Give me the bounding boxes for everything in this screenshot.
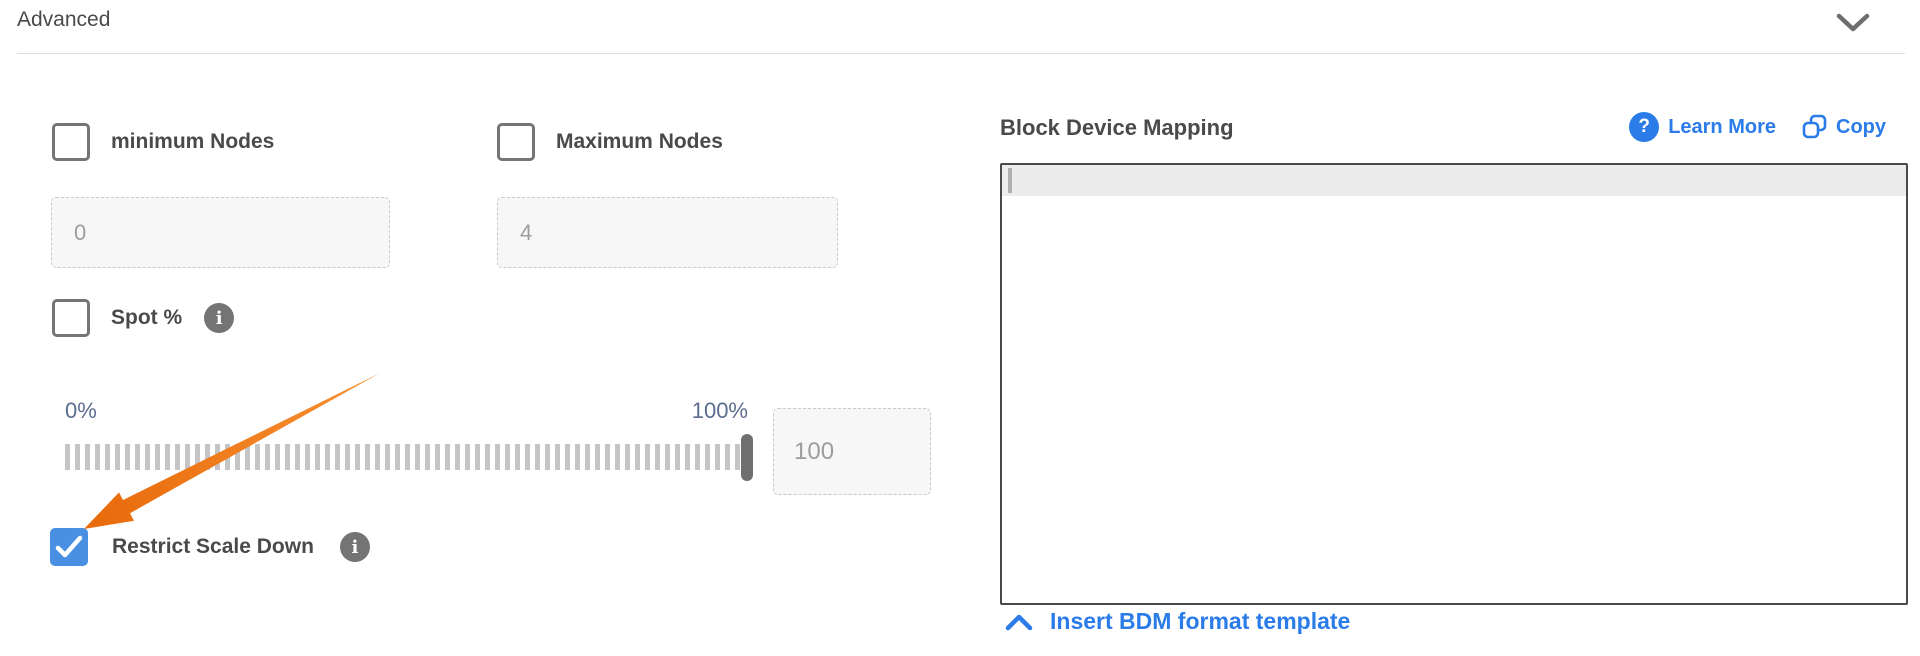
copy-icon <box>1802 114 1827 139</box>
max-nodes-label: Maximum Nodes <box>556 130 723 153</box>
chevron-down-icon[interactable] <box>1836 12 1870 39</box>
section-title: Advanced <box>17 8 111 31</box>
copy-label: Copy <box>1836 115 1886 138</box>
bdm-editor-container <box>1000 163 1908 605</box>
copy-button[interactable]: Copy <box>1802 114 1886 140</box>
question-circle-icon: ? <box>1629 112 1660 142</box>
min-nodes-input[interactable] <box>51 197 390 268</box>
bdm-title: Block Device Mapping <box>1000 115 1234 140</box>
learn-more-link[interactable]: ? Learn More <box>1629 112 1776 142</box>
spot-checkbox[interactable] <box>52 299 90 337</box>
slider-min-label: 0% <box>65 398 97 423</box>
section-divider <box>17 53 1905 54</box>
min-nodes-checkbox-group: minimum Nodes <box>52 123 274 161</box>
bdm-links-row: ? Learn More Copy <box>1629 112 1886 142</box>
restrict-scale-down-group: Restrict Scale Down i <box>50 528 370 566</box>
annotation-arrow <box>84 373 380 529</box>
check-icon <box>55 535 83 558</box>
info-icon[interactable]: i <box>204 303 235 333</box>
spot-label: Spot % <box>111 306 183 329</box>
min-nodes-label: minimum Nodes <box>111 130 275 153</box>
max-nodes-input[interactable] <box>497 197 838 268</box>
learn-more-label: Learn More <box>1668 115 1776 138</box>
slider-handle[interactable] <box>741 434 753 481</box>
min-nodes-checkbox[interactable] <box>52 123 90 161</box>
spot-percentage-slider[interactable] <box>65 434 753 481</box>
chevron-up-icon <box>1005 614 1033 630</box>
max-nodes-checkbox[interactable] <box>497 123 535 161</box>
restrict-scale-down-checkbox[interactable] <box>50 528 88 566</box>
info-icon[interactable]: i <box>339 532 370 562</box>
insert-bdm-template-label: Insert BDM format template <box>1050 608 1351 634</box>
slider-max-label: 100% <box>691 398 748 423</box>
bdm-editor[interactable] <box>1002 165 1906 603</box>
insert-bdm-template-link[interactable]: Insert BDM format template <box>1005 608 1350 635</box>
max-nodes-checkbox-group: Maximum Nodes <box>497 123 723 161</box>
restrict-scale-down-label: Restrict Scale Down <box>112 535 314 558</box>
spot-checkbox-group: Spot % i <box>52 299 235 337</box>
spot-percentage-input[interactable] <box>773 408 931 495</box>
